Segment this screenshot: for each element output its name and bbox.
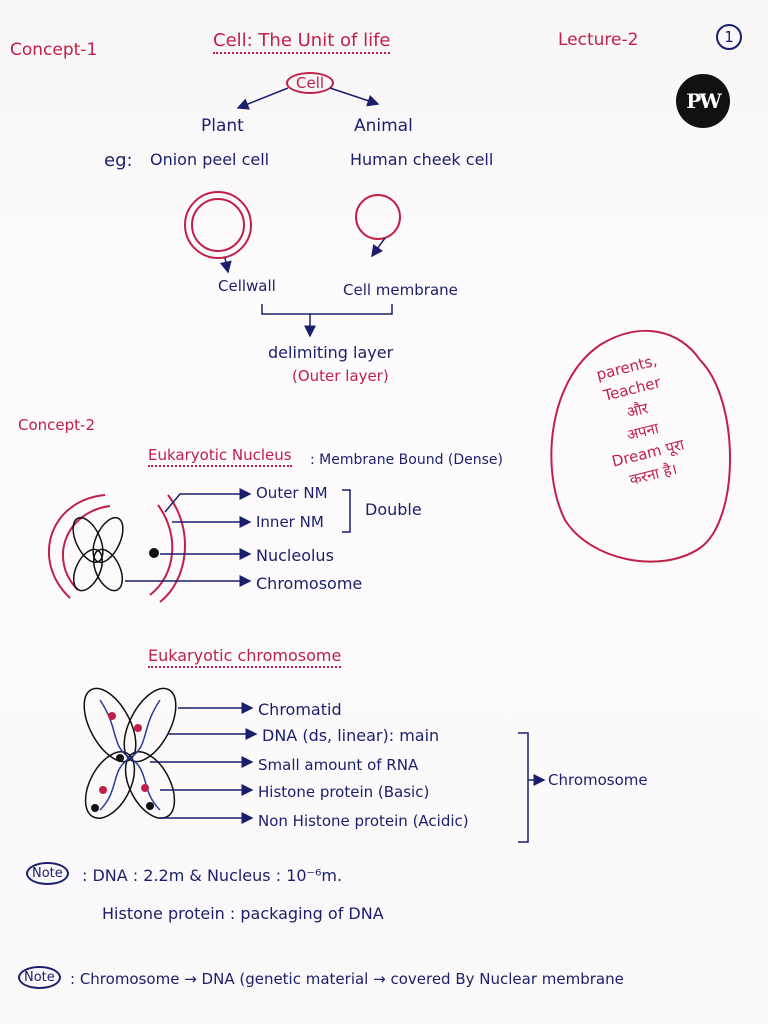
outer-layer-note: (Outer layer) [292,367,389,385]
onion-peel-cell: Onion peel cell [150,150,270,169]
delimiting-layer-label: delimiting layer [268,343,394,362]
chromatid-arm [123,687,177,763]
nucleolus-label: Nucleolus [256,546,334,565]
concept-1-label: Concept-1 [10,40,98,60]
chromosome-bracket [518,732,529,843]
chromatid-arm [83,687,137,763]
rna-label: Small amount of RNA [258,756,419,774]
cell-root: Cell [286,72,335,94]
tree-arrow-right [329,87,380,107]
dna-strand [99,699,161,811]
note-1-line-2: Histone protein : packaging of DNA [102,904,384,923]
chromatid-label: Chromatid [258,700,342,719]
histone-dot [91,804,99,812]
double-bracket [342,489,351,533]
double-label: Double [365,500,422,519]
page-number: 1 [716,24,742,50]
nucleus-heading: Eukaryotic Nucleus [148,446,292,467]
histone-label: Histone protein (Basic) [258,783,430,801]
cell-membrane-label: Cell membrane [343,281,458,299]
concept-2-label: Concept-2 [18,416,95,434]
note-badge: Note [18,966,61,989]
chromosome-heading: Eukaryotic chromosome [148,646,342,668]
non-histone-label: Non Histone protein (Acidic) [258,812,469,830]
nucleus-heading-desc: : Membrane Bound (Dense) [310,452,504,468]
chromatid-arm [84,751,136,819]
animal-label: Animal [354,116,413,136]
chromatin-loop [92,516,124,564]
plant-label: Plant [201,116,244,136]
dna-label: DNA (ds, linear): main [262,726,440,745]
plant-cell-inner [191,198,245,252]
chromatin-loop [92,548,124,592]
eg-label: eg: [104,150,133,171]
tree-arrow-left [236,87,289,110]
note-1-line-1: : DNA : 2.2m & Nucleus : 10⁻⁶m. [82,866,343,885]
histone-dot [141,784,149,792]
inner-nm-label: Inner NM [256,513,324,531]
pw-logo: PW [676,74,730,128]
histone-dot [99,786,107,794]
lecture-label: Lecture-2 [558,30,639,50]
membrane-arrow [371,237,386,258]
histone-dot [108,712,116,720]
chromosome-group-label: Chromosome [548,771,648,789]
chromosome-label: Chromosome [256,574,363,593]
nuclear-membrane-left-inner [61,505,111,591]
outer-nm-arrow [164,488,252,513]
note-2-line-1: : Chromosome → DNA (genetic material → c… [70,970,624,988]
page-title: Cell: The Unit of life [213,30,391,54]
human-cheek-cell: Human cheek cell [350,150,494,169]
note-badge: Note [26,862,69,885]
delimiting-bracket [261,304,393,315]
animal-cell [355,194,401,240]
cellwall-label: Cellwall [218,277,276,295]
plant-cell-outer [184,191,252,259]
histone-dot [116,754,124,762]
motivation-outline [550,329,731,563]
nucleolus-dot [149,548,159,558]
histone-dot [134,724,142,732]
chromatid-arm [124,751,176,819]
cellwall-arrow [219,257,232,274]
nuclear-membrane-left [47,494,106,599]
outer-nm-label: Outer NM [256,484,328,502]
histone-dot [146,802,154,810]
